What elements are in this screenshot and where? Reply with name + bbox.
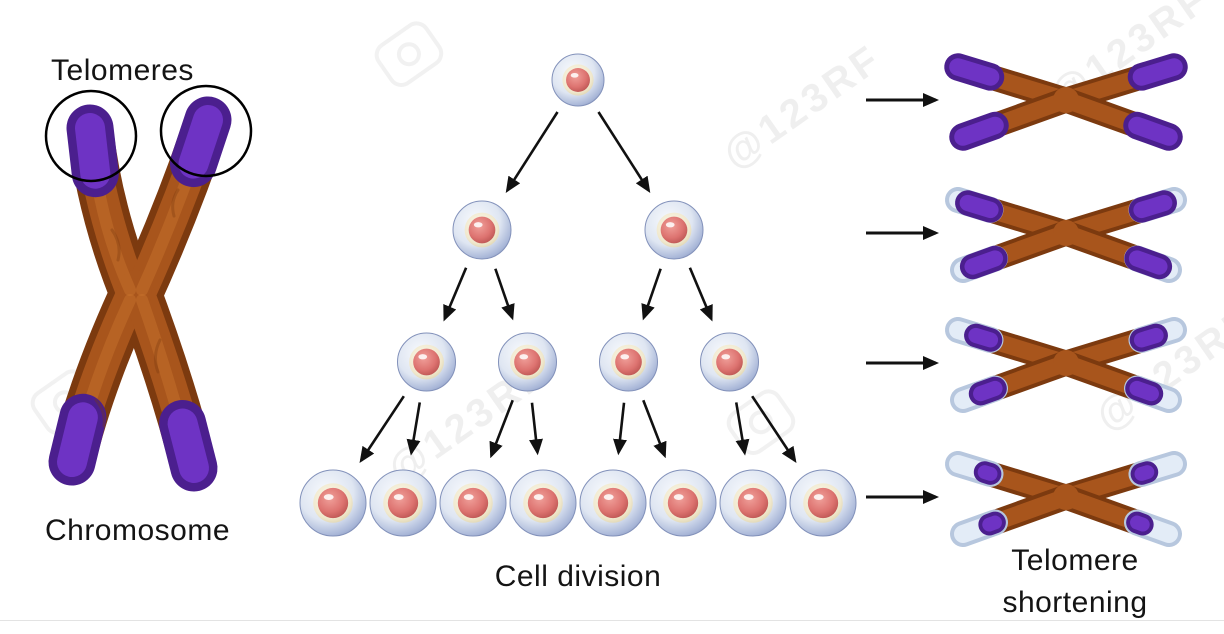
cell xyxy=(644,200,704,260)
cell xyxy=(719,469,787,537)
image-bottom-edge xyxy=(0,620,1224,621)
telomere-cap xyxy=(982,515,1002,532)
cell xyxy=(452,200,512,260)
telomere-cap xyxy=(973,380,1003,402)
watermark-text: @123RF xyxy=(715,36,890,177)
telomere-cap xyxy=(1129,380,1159,402)
telomere-cap xyxy=(1128,250,1168,275)
cell xyxy=(397,332,456,392)
telomere-cap xyxy=(1132,58,1183,86)
telomere-circle-left xyxy=(44,89,138,183)
division-arrow xyxy=(641,268,662,321)
division-arrow xyxy=(642,399,667,459)
division-arrow xyxy=(443,267,468,322)
cell xyxy=(789,469,857,537)
telomere-cap xyxy=(964,250,1004,275)
cell xyxy=(299,469,367,537)
cell-division-label: Cell division xyxy=(494,560,662,593)
chromosome-arm xyxy=(1059,489,1144,531)
telomere-cap xyxy=(949,58,1000,86)
telomere-cap xyxy=(959,194,999,219)
chromosome-centromere xyxy=(1053,350,1079,376)
chromosome-stage-4 xyxy=(945,451,1187,547)
division-arrow xyxy=(494,268,515,321)
chromosome-arm xyxy=(988,355,1073,397)
telomeres-label: Telomeres xyxy=(51,54,194,87)
telomere-cap xyxy=(1133,327,1164,348)
division-arrow xyxy=(613,402,627,456)
division-arrow xyxy=(505,111,559,193)
telomere-cap xyxy=(1130,515,1150,532)
cell-division-tree xyxy=(299,53,857,537)
cell xyxy=(551,53,605,107)
division-arrow xyxy=(597,111,651,193)
division-arrow xyxy=(751,395,797,463)
chromosome-arm xyxy=(988,489,1073,531)
cell xyxy=(700,332,759,392)
cell xyxy=(599,332,658,392)
telomere-cap xyxy=(954,116,1004,146)
division-arrow xyxy=(406,402,422,456)
telomere-shortening-label: Telomere shortening xyxy=(1002,544,1148,619)
telomere-highlight-circles xyxy=(44,84,253,183)
chromosome-stage-2 xyxy=(945,187,1187,283)
chromosome-centromere xyxy=(1053,484,1079,510)
cell xyxy=(579,469,647,537)
chromosome-arm xyxy=(1059,92,1144,134)
telomere-cap xyxy=(1128,116,1178,146)
cell xyxy=(439,469,507,537)
division-arrow xyxy=(688,267,713,322)
cell xyxy=(509,469,577,537)
telomere-cap xyxy=(977,465,998,481)
chromosome-centromere xyxy=(1053,87,1079,113)
chromosome-arm xyxy=(988,92,1073,134)
cell xyxy=(649,469,717,537)
telomere-cap xyxy=(1134,465,1155,481)
division-arrow xyxy=(529,402,543,456)
chromosome-illustration xyxy=(48,96,232,492)
chromosome-arm xyxy=(988,225,1073,267)
telomere-cap xyxy=(968,327,999,348)
chromosome-stage-1 xyxy=(944,53,1188,151)
cell xyxy=(369,469,437,537)
chromosome-stage-3 xyxy=(945,317,1187,413)
division-arrow xyxy=(734,402,750,456)
division-arrow xyxy=(359,395,405,463)
telomere-caps xyxy=(48,96,232,492)
chromosome-centromere xyxy=(1053,220,1079,246)
chromosome-label: Chromosome xyxy=(44,514,231,547)
telomere-shortening-stages xyxy=(866,53,1188,547)
cell xyxy=(498,332,557,392)
watermark-logo-icon xyxy=(374,21,444,87)
telomere-circle-right xyxy=(159,84,253,178)
chromosome-arm xyxy=(1059,225,1144,267)
cell-division-arrows xyxy=(359,111,797,463)
division-arrow xyxy=(489,399,514,459)
chromosome-arm xyxy=(1059,355,1144,397)
chromosome-texture xyxy=(94,188,180,428)
telomere-cap xyxy=(1133,194,1173,219)
